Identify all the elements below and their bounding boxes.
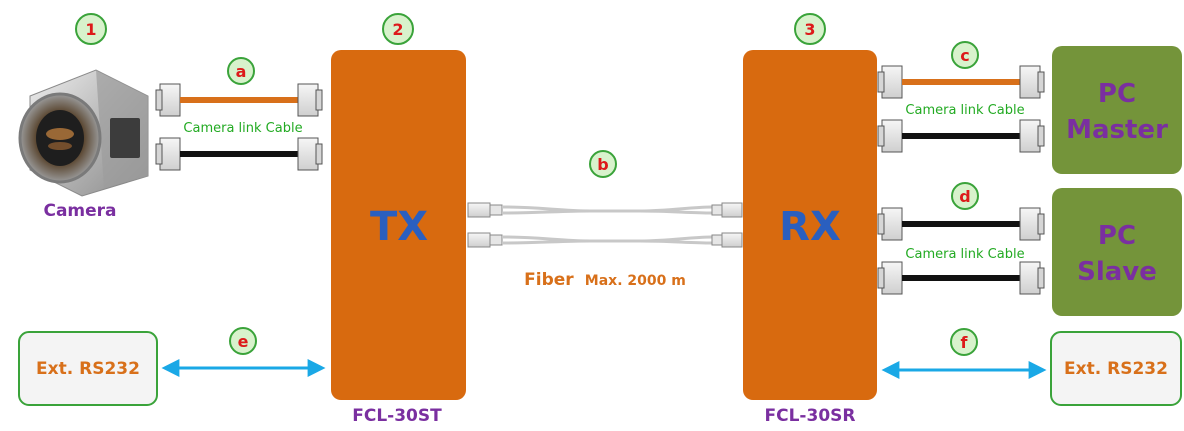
marker-e: e	[229, 327, 257, 355]
svg-text:e: e	[238, 332, 249, 351]
svg-text:c: c	[960, 46, 969, 65]
rx-label: RX	[779, 204, 841, 250]
svg-text:b: b	[597, 155, 608, 174]
right-cable-black-bottom	[877, 261, 1045, 295]
svg-text:2: 2	[392, 20, 403, 39]
svg-text:1: 1	[85, 20, 96, 39]
marker-2: 2	[382, 13, 414, 45]
left-cable-orange	[155, 83, 323, 117]
right-cable-black-mid	[877, 207, 1045, 241]
fiber-cable-bottom	[467, 232, 743, 248]
tx-model: FCL-30ST	[352, 406, 442, 426]
fiber-label-main: Fiber	[524, 270, 574, 290]
camera-icon	[18, 69, 149, 197]
marker-1: 1	[75, 13, 107, 45]
svg-text:f: f	[961, 333, 969, 352]
pc-master-box	[1052, 46, 1182, 174]
marker-c: c	[951, 41, 979, 69]
svg-text:d: d	[959, 187, 970, 206]
marker-b: b	[589, 150, 617, 178]
pc-master-line1: PC	[1098, 79, 1136, 109]
svg-text:a: a	[236, 62, 247, 81]
camera-label: Camera	[43, 201, 116, 221]
fiber-label-rest: Max. 2000 m	[585, 273, 686, 289]
fiber-label: Fiber Max. 2000 m	[524, 270, 686, 290]
right-cable-orange	[877, 65, 1045, 99]
ext-rs232-right-box	[1050, 331, 1182, 406]
marker-3: 3	[794, 13, 826, 45]
right-cable-black-top	[877, 119, 1045, 153]
rx-box	[743, 50, 877, 400]
marker-a: a	[227, 57, 255, 85]
pc-slave-line1: PC	[1098, 221, 1136, 251]
svg-text:3: 3	[804, 20, 815, 39]
left-cable-black	[155, 137, 323, 171]
marker-d: d	[951, 182, 979, 210]
ext-rs232-right-label: Ext. RS232	[1064, 359, 1168, 379]
pc-slave-line2: Slave	[1077, 257, 1157, 287]
fiber-cable-top	[467, 202, 743, 218]
pc-master-line2: Master	[1066, 115, 1168, 145]
left-cable-label: Camera link Cable	[183, 121, 302, 136]
right-cable-bottom-label: Camera link Cable	[905, 247, 1024, 262]
ext-rs232-left-label: Ext. RS232	[36, 359, 140, 379]
pc-slave-box	[1052, 188, 1182, 316]
rx-model: FCL-30SR	[765, 406, 856, 426]
ext-rs232-left-box	[18, 331, 158, 406]
right-cable-top-label: Camera link Cable	[905, 103, 1024, 118]
tx-box	[331, 50, 466, 400]
marker-f: f	[950, 328, 978, 356]
tx-label: TX	[370, 204, 428, 250]
